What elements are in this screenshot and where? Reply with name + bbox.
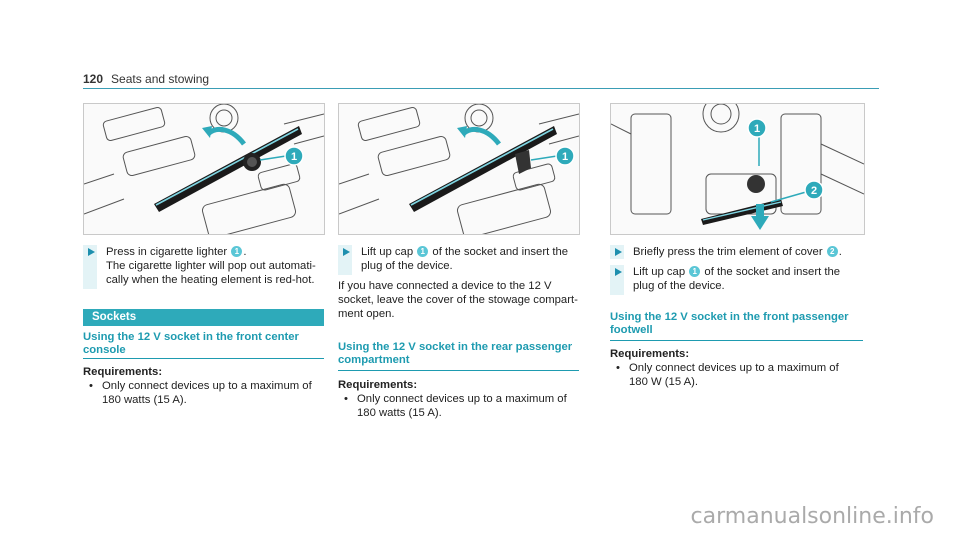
figure-cigarette-lighter: 1 <box>83 103 325 235</box>
callout-1: 1 <box>291 151 297 163</box>
bullet-icon: • <box>89 380 93 392</box>
callout-1: 1 <box>754 123 760 135</box>
step-arrow-icon <box>343 248 350 256</box>
figure-front-socket: 1 <box>338 103 580 235</box>
front-socket-illustration: 1 <box>339 104 579 234</box>
heading-rear-passenger: Using the 12 V socket in the rear passen… <box>338 341 573 366</box>
heading-front-center-console: Using the 12 V socket in the front cente… <box>83 331 299 356</box>
callout-badge-2: 2 <box>826 246 838 257</box>
callout-badge-1: 1 <box>689 266 701 277</box>
watermark: carmanualsonline.info <box>690 504 934 529</box>
figure-rear-socket: 1 2 <box>610 103 865 235</box>
step-press-trim: Briefly press the trim element of cover … <box>610 245 860 259</box>
callout-badge-1: 1 <box>231 246 243 257</box>
info-paragraph: If you have connected a device to the 12… <box>338 280 578 320</box>
section-band-sockets: Sockets <box>83 309 324 326</box>
header-rule <box>83 88 879 89</box>
heading-front-passenger-footwell: Using the 12 V socket in the front passe… <box>610 311 849 336</box>
bullet-icon: • <box>344 393 348 405</box>
heading-rule <box>83 358 324 359</box>
cigarette-lighter-illustration: 1 <box>84 104 324 234</box>
step-arrow-icon <box>88 248 95 256</box>
rear-socket-illustration: 1 2 <box>611 104 864 230</box>
step-lift-cap: Lift up cap 1 of the socket and insert t… <box>338 245 578 275</box>
callout-badge-1: 1 <box>417 246 429 257</box>
requirements-label: Requirements: <box>610 348 690 360</box>
step-lift-cap: Lift up cap 1 of the socket and insert t… <box>610 265 860 295</box>
step-arrow-icon <box>615 268 622 276</box>
requirements-label: Requirements: <box>83 366 163 378</box>
requirements-label: Requirements: <box>338 379 418 391</box>
section-title: Seats and stowing <box>111 72 210 86</box>
page-header: 120 Seats and stowing <box>83 72 209 86</box>
page-number: 120 <box>83 72 104 86</box>
step-press-lighter: Press in cigarette lighter 1. The cigare… <box>83 245 323 289</box>
heading-rule <box>610 340 863 341</box>
callout-2: 2 <box>811 185 817 197</box>
bullet-icon: • <box>616 362 620 374</box>
heading-rule <box>338 370 579 371</box>
step-arrow-icon <box>615 248 622 256</box>
callout-1: 1 <box>562 151 568 163</box>
